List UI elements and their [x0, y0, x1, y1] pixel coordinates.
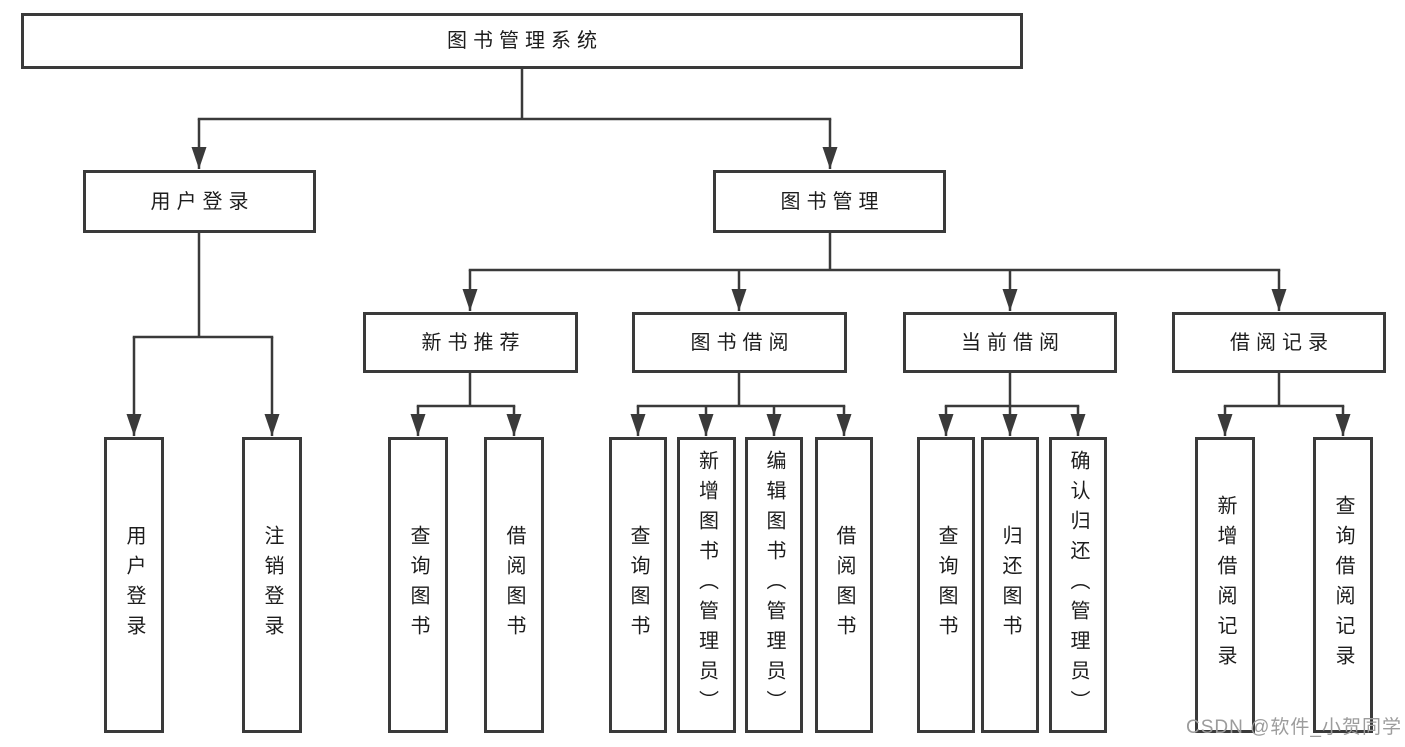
leaf-label: 查询借阅记录 — [1332, 495, 1354, 675]
leaf-borrow-books-recommend: 借阅图书 — [484, 437, 544, 733]
leaf-label: 用户登录 — [123, 525, 145, 645]
watermark: CSDN @软件_小贺同学 — [1186, 717, 1402, 738]
node-label: 用户登录 — [150, 190, 255, 213]
leaf-label: 查询图书 — [407, 525, 429, 645]
leaf-label: 编辑图书（管理员） — [763, 450, 785, 720]
leaf-confirm-return-admin: 确认归还（管理员） — [1049, 437, 1107, 733]
node-current-borrow: 当前借阅 — [903, 312, 1117, 373]
connector-arrows — [126, 119, 1351, 436]
leaf-label: 确认归还（管理员） — [1067, 450, 1089, 720]
leaf-query-books-current: 查询图书 — [917, 437, 975, 733]
leaf-user-login: 用户登录 — [104, 437, 164, 733]
leaf-label: 新增借阅记录 — [1214, 495, 1236, 675]
leaf-add-borrow-record: 新增借阅记录 — [1195, 437, 1255, 733]
leaf-logout-login: 注销登录 — [242, 437, 302, 733]
node-book-management: 图书管理 — [713, 170, 946, 233]
connector-trunk-lines — [132, 67, 1345, 408]
node-new-book-recommend: 新书推荐 — [363, 312, 578, 373]
leaf-label: 注销登录 — [261, 525, 283, 645]
node-label: 当前借阅 — [961, 331, 1065, 354]
leaf-query-books-recommend: 查询图书 — [388, 437, 448, 733]
leaf-edit-books-admin: 编辑图书（管理员） — [745, 437, 803, 733]
leaf-return-books: 归还图书 — [981, 437, 1039, 733]
node-borrow-records: 借阅记录 — [1172, 312, 1386, 373]
leaf-label: 归还图书 — [999, 525, 1021, 645]
node-label: 新书推荐 — [421, 331, 526, 354]
leaf-label: 查询图书 — [627, 525, 649, 645]
leaf-label: 借阅图书 — [833, 525, 855, 645]
leaf-query-books-borrow: 查询图书 — [609, 437, 667, 733]
node-label: 借阅记录 — [1230, 331, 1334, 354]
leaf-label: 借阅图书 — [503, 525, 525, 645]
leaf-borrow-books: 借阅图书 — [815, 437, 873, 733]
leaf-query-borrow-record: 查询借阅记录 — [1313, 437, 1373, 733]
node-label: 图书管理 — [780, 190, 885, 213]
node-book-borrow: 图书借阅 — [632, 312, 847, 373]
node-user-login: 用户登录 — [83, 170, 316, 233]
node-label: 图书管理系统 — [447, 30, 603, 52]
leaf-label: 查询图书 — [935, 525, 957, 645]
node-label: 图书借阅 — [690, 331, 795, 354]
leaf-label: 新增图书（管理员） — [695, 450, 718, 720]
leaf-add-books-admin: 新增图书（管理员） — [677, 437, 736, 733]
node-library-management-system: 图书管理系统 — [21, 13, 1023, 69]
